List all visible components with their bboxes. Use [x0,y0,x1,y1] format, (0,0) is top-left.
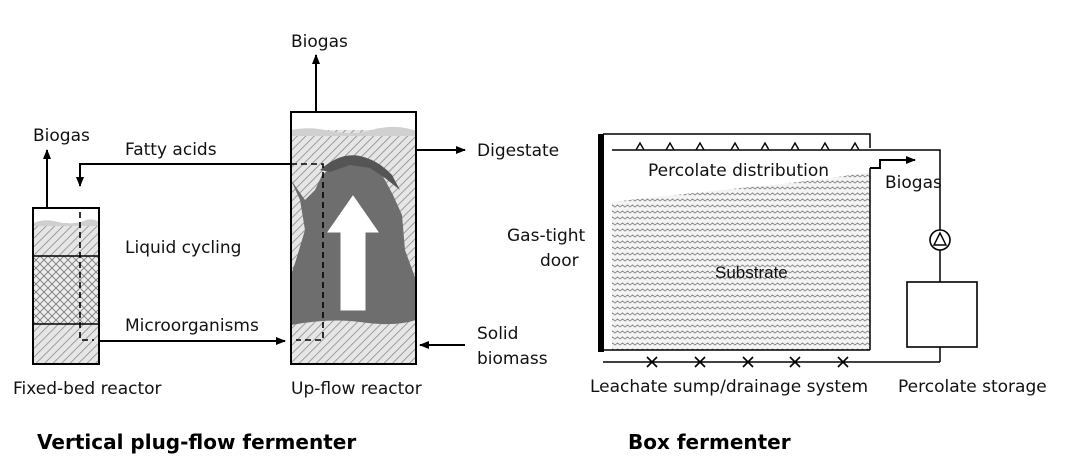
substrate-label: Substrate [715,263,788,282]
box-biogas-label: Biogas [885,173,942,193]
gas-tight-door-label: Gas-tight [507,226,586,246]
biogas-left-label: Biogas [33,126,90,146]
nozzle-icon [760,141,770,151]
biogas-top-label: Biogas [291,32,348,52]
drain-x-icon [742,356,754,368]
plug-flow-caption: Vertical plug-flow fermenter [37,430,356,454]
nozzle-icon [730,141,740,151]
microorganisms-label: Microorganisms [125,316,259,336]
nozzle-icon [695,141,705,151]
box-fermenter [598,133,978,368]
drain-x-icon [837,356,849,368]
nozzle-icon [665,141,675,151]
solid-biomass-label: Solid [477,324,518,344]
liquid-cycling-label: Liquid cycling [125,238,241,258]
drainage-marks [646,356,849,368]
upflow-reactor-label: Up-flow reactor [291,379,422,399]
fixed-bed-reactor-label: Fixed-bed reactor [13,379,162,399]
nozzle-icon [820,141,830,151]
percolate-storage-tank [906,281,978,348]
drain-x-icon [789,356,801,368]
nozzle-icon [635,141,645,151]
drain-x-icon [646,356,658,368]
leachate-label: Leachate sump/drainage system [590,377,868,397]
percolate-storage-label: Percolate storage [898,377,1047,397]
nozzle-icon [850,141,860,151]
solid-biomass-label-2: biomass [477,349,548,369]
fixed-bed-reactor [32,207,100,365]
fatty-acids-label: Fatty acids [125,140,217,160]
upflow-reactor [290,111,417,365]
nozzle-icon [790,141,800,151]
box-fermenter-caption: Box fermenter [628,430,791,454]
drain-x-icon [694,356,706,368]
gas-tight-door-label-2: door [540,251,579,271]
digestate-label: Digestate [477,141,559,161]
percolate-distribution-label: Percolate distribution [648,161,829,181]
percolate-nozzles [635,141,860,151]
